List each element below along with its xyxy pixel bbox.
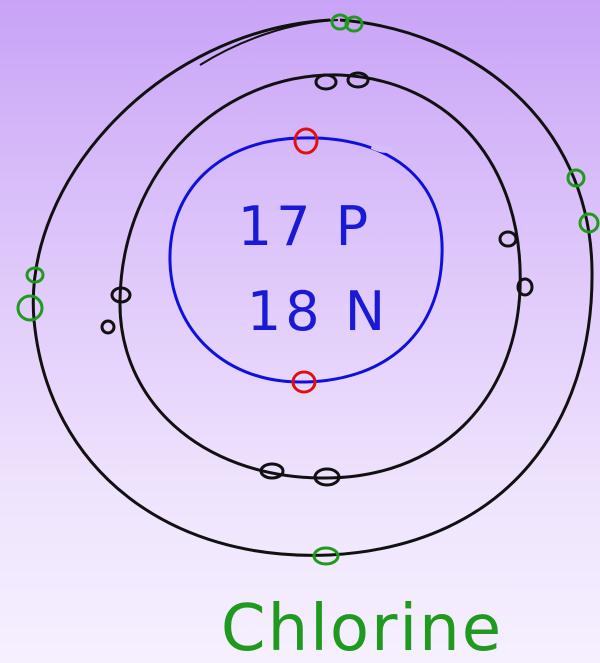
electron (312, 546, 340, 566)
electron (293, 127, 319, 155)
electron (313, 467, 341, 487)
neutron-count-label: 18 N (247, 280, 389, 343)
proton-count-label: 17 P (238, 195, 372, 258)
inner-shell-orbit (168, 136, 444, 384)
outer-shell-orbit-overlap (199, 19, 339, 66)
electron (110, 286, 132, 304)
electron (314, 73, 338, 91)
electron (16, 294, 44, 322)
electron (498, 230, 518, 248)
electron (330, 13, 350, 31)
electron (346, 71, 370, 89)
electron (344, 15, 364, 33)
electron (566, 168, 586, 188)
outer-shell-orbit (31, 18, 594, 557)
shell-1-electrons (291, 127, 319, 394)
shell-2-electrons (100, 71, 534, 487)
middle-shell-orbit (118, 73, 522, 480)
electron (100, 319, 116, 335)
element-name-label: Chlorine (221, 592, 503, 663)
shell-3-electrons (16, 13, 600, 566)
inner-shell-gap-mask (370, 143, 393, 153)
electron (291, 370, 317, 394)
electron (516, 277, 534, 297)
electron (259, 462, 285, 480)
electron (25, 266, 45, 284)
electron (578, 212, 600, 234)
